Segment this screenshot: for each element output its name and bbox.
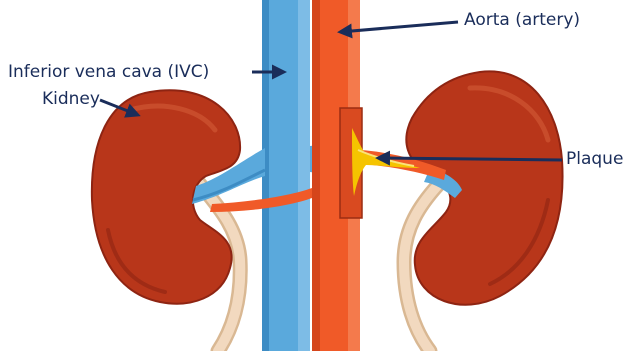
plaque-arrow-icon <box>378 158 562 160</box>
ivc-label: Inferior vena cava (IVC) <box>8 62 209 82</box>
kidney-label: Kidney <box>42 89 100 109</box>
plaque-label: Plaque <box>566 149 623 169</box>
aorta-label: Aorta (artery) <box>464 10 580 30</box>
